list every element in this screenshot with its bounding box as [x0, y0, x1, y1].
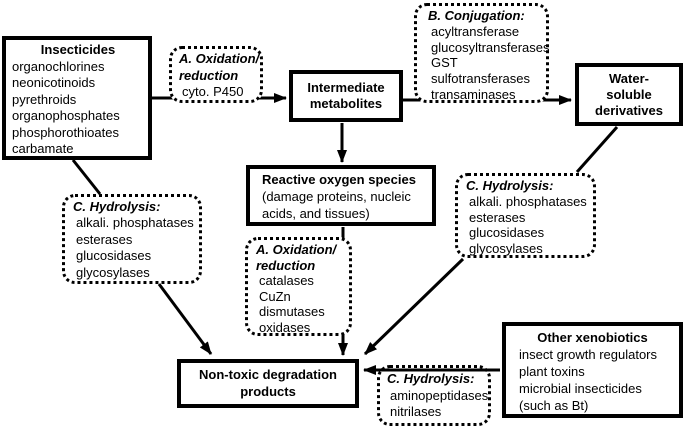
list-item: catalases	[259, 273, 314, 288]
node-other-xenobiotics: Other xenobiotics insect growth regulato…	[502, 322, 683, 418]
node-title: C. Hydrolysis:	[387, 371, 475, 386]
node-title: derivatives	[595, 102, 663, 118]
list-item: phosphorothioates	[12, 124, 119, 140]
node-hydrolysis-left: C. Hydrolysis: alkali. phosphatases este…	[62, 194, 202, 284]
node-hydrolysis-right: C. Hydrolysis: alkali. phosphatases este…	[455, 173, 596, 258]
list-item: glycosylases	[469, 241, 543, 257]
list-item: esterases	[469, 209, 526, 225]
list-item: glucosyltransferases	[431, 39, 550, 55]
list-item: glucosidases	[76, 248, 152, 264]
node-nontoxic-products: Non-toxic degradation products	[177, 359, 359, 408]
list-item: dismutases	[259, 304, 325, 319]
list-item: acyltransferase	[431, 23, 520, 39]
node-title: B. Conjugation:	[428, 8, 525, 23]
list-item: pyrethroids	[12, 91, 77, 107]
list-item: glycosylases	[76, 264, 150, 280]
node-title: Water-	[609, 70, 649, 86]
node-intermediate-metabolites: Intermediate metabolites	[289, 70, 403, 122]
connector-insecticides-to-hydrolysis-left	[71, 159, 102, 195]
list-item: neonicotinoids	[12, 75, 96, 90]
node-subtitle: (damage proteins, nucleic	[262, 189, 411, 204]
arrow-hydrolysis-right-to-nontoxic	[363, 257, 465, 356]
arrow-hydrolysis-left-to-nontoxic	[157, 283, 213, 355]
node-title: Reactive oxygen species	[262, 172, 416, 187]
node-oxidation-reduction-top: A. Oxidation/ reduction cyto. P450	[169, 46, 263, 103]
connector-water-soluble-to-hydrolysis-right	[575, 126, 619, 173]
list-item: alkali. phosphatases	[76, 215, 194, 231]
node-title: Other xenobiotics	[537, 330, 648, 345]
node-title: reduction	[256, 257, 316, 273]
node-title: Intermediate	[307, 79, 385, 95]
node-title: reduction	[179, 67, 239, 83]
list-item: plant toxins	[519, 364, 585, 379]
list-item: glucosidases	[469, 225, 545, 241]
node-conjugation: B. Conjugation: acyltransferase glucosyl…	[414, 3, 550, 103]
node-title: A. Oxidation/	[179, 51, 260, 66]
list-item: CuZn	[259, 288, 291, 304]
list-item: transaminases	[431, 86, 516, 102]
node-reactive-oxygen-species: Reactive oxygen species (damage proteins…	[246, 165, 436, 226]
node-title: C. Hydrolysis:	[466, 178, 554, 193]
node-water-soluble-derivatives: Water- soluble derivatives	[575, 63, 683, 126]
list-item: carbamate	[12, 141, 74, 156]
list-item: oxidases	[259, 319, 311, 335]
list-item: sulfotransferases	[431, 71, 530, 87]
node-title: products	[240, 383, 296, 399]
node-insecticides: Insecticides organochlorines neonicotino…	[2, 36, 152, 160]
list-item: cyto. P450	[182, 84, 244, 99]
list-item: aminopeptidases	[390, 387, 489, 403]
node-oxidation-reduction-center: A. Oxidation/ reduction catalases CuZn d…	[245, 237, 352, 336]
list-item: organophosphates	[12, 108, 120, 123]
node-hydrolysis-bottom: C. Hydrolysis: aminopeptidases nitrilase…	[377, 365, 491, 426]
node-title: metabolites	[309, 96, 383, 111]
list-item: alkali. phosphatases	[469, 193, 587, 209]
list-item: (such as Bt)	[519, 398, 589, 413]
node-title: A. Oxidation/	[256, 242, 337, 257]
list-item: organochlorines	[12, 58, 105, 74]
list-item: insect growth regulators	[519, 347, 658, 362]
node-title: C. Hydrolysis:	[73, 199, 161, 214]
node-title: Non-toxic degradation	[199, 367, 337, 382]
node-title: soluble	[606, 86, 652, 102]
list-item: nitrilases	[390, 404, 442, 419]
list-item: GST	[431, 55, 458, 71]
node-subtitle: acids, and tissues)	[262, 206, 370, 221]
list-item: esterases	[76, 231, 133, 247]
node-title: Insecticides	[40, 42, 116, 57]
list-item: microbial insecticides	[519, 381, 642, 396]
